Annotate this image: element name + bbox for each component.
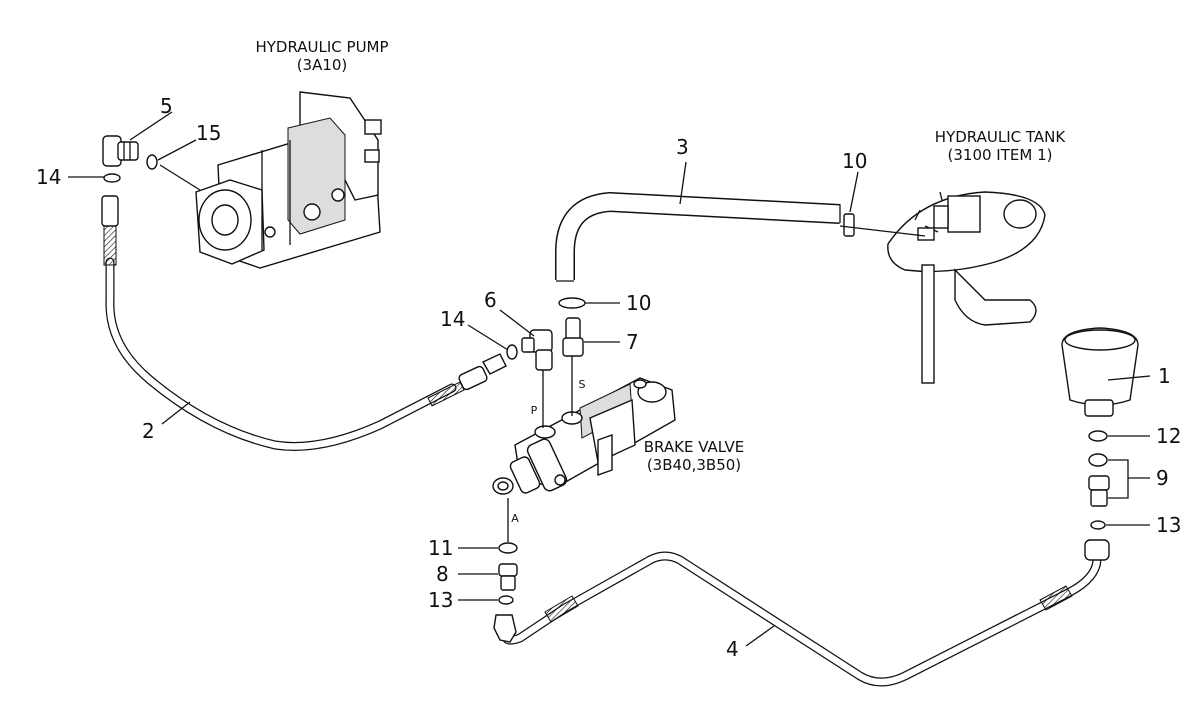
hydraulic-tank (887, 191, 1046, 384)
callout-8: 8 (436, 562, 449, 586)
hose-2 (101, 195, 507, 451)
washer-12 (1088, 430, 1108, 442)
o-ring-14-middle (506, 344, 518, 360)
callout-3: 3 (676, 135, 689, 159)
callout-13-right: 13 (1156, 513, 1181, 537)
fitting-9 (1088, 453, 1110, 507)
port-a-label: A (511, 512, 519, 525)
hose-clamp-10-upper (843, 213, 855, 237)
o-ring-15 (146, 154, 158, 170)
hose-3 (555, 192, 841, 282)
callout-9: 9 (1156, 466, 1169, 490)
callout-7: 7 (626, 330, 639, 354)
elbow-fitting-5 (102, 135, 139, 167)
callout-10-lower: 10 (626, 291, 651, 315)
o-ring-14-left (103, 173, 121, 183)
brake-valve (492, 377, 676, 495)
brake-valve-title: BRAKE VALVE (644, 438, 744, 456)
pump-ref: (3A10) (297, 56, 348, 74)
hose-clamp-10-lower (558, 297, 586, 309)
port-p-label: P (531, 404, 538, 417)
callout-1: 1 (1158, 364, 1171, 388)
callout-11: 11 (428, 536, 453, 560)
pump-title: HYDRAULIC PUMP (255, 38, 388, 56)
hydraulic-pump (195, 91, 382, 269)
callout-5: 5 (160, 94, 173, 118)
o-ring-13-left (498, 595, 514, 605)
port-s-label: S (579, 378, 586, 391)
callout-4: 4 (726, 637, 739, 661)
connector-7 (562, 317, 584, 357)
callout-13-left: 13 (428, 588, 453, 612)
leader-lines (68, 111, 1151, 647)
adapter-8 (498, 563, 518, 591)
callout-12: 12 (1156, 424, 1181, 448)
callout-10-upper: 10 (842, 149, 867, 173)
elbow-fitting-6 (521, 329, 553, 371)
hose-4 (493, 539, 1110, 687)
filter-1 (1061, 327, 1139, 417)
tank-title: HYDRAULIC TANK (935, 128, 1067, 146)
callout-15: 15 (196, 121, 221, 145)
callout-14-left: 14 (36, 165, 61, 189)
callout-14-middle: 14 (440, 307, 465, 331)
callout-2: 2 (142, 419, 155, 443)
brake-valve-ref: (3B40,3B50) (647, 456, 741, 474)
washer-11 (498, 542, 518, 554)
connection-lines (507, 225, 926, 542)
callout-6: 6 (484, 288, 497, 312)
tank-ref: (3100 ITEM 1) (948, 146, 1053, 164)
o-ring-13-right (1090, 520, 1106, 530)
